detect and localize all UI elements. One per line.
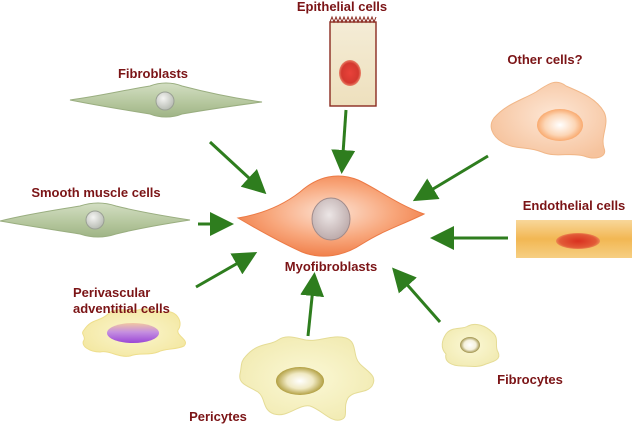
fibroblast-cell	[69, 82, 263, 118]
arrow-epithelial	[331, 109, 356, 174]
myofibroblast-cell	[236, 175, 426, 257]
other-cell	[490, 81, 607, 159]
other-nucleus	[537, 109, 583, 141]
label-pericytes: Pericytes	[189, 409, 247, 424]
label-fibroblasts: Fibroblasts	[118, 66, 188, 81]
perivascular-nucleus	[107, 323, 159, 343]
label-fibrocytes: Fibrocytes	[497, 372, 563, 387]
label-endothelial: Endothelial cells	[523, 198, 626, 213]
pericyte-nucleus	[276, 367, 324, 395]
myofibroblast-nucleus	[311, 197, 351, 241]
label-myofibroblasts: Myofibroblasts	[285, 259, 377, 274]
arrows	[195, 109, 508, 337]
endothelial-nucleus	[556, 233, 600, 249]
label-epithelial: Epithelial cells	[297, 0, 387, 14]
epithelial-nucleus	[339, 60, 361, 86]
perivascular-cell	[82, 308, 186, 357]
fibroblast-nucleus	[155, 91, 175, 111]
smooth-muscle-nucleus	[85, 210, 105, 230]
epithelial-cell	[329, 15, 377, 107]
fibrocyte-cell	[441, 323, 500, 367]
arrow-fibrocytes	[392, 267, 442, 323]
fibrocyte-nucleus	[460, 337, 480, 353]
arrow-pericytes	[300, 272, 325, 337]
arrow-perivascular	[195, 252, 258, 289]
label-smooth-muscle: Smooth muscle cells	[31, 185, 160, 200]
arrow-other	[412, 154, 489, 202]
label-perivascular-line1: Perivascular	[73, 285, 150, 300]
label-perivascular-line2: adventitial cells	[73, 301, 170, 316]
pericyte-cell	[239, 336, 375, 421]
smooth-muscle-cell	[0, 202, 191, 238]
endothelial-cell	[516, 220, 632, 258]
label-other: Other cells?	[507, 52, 582, 67]
arrow-fibroblasts	[208, 140, 267, 195]
